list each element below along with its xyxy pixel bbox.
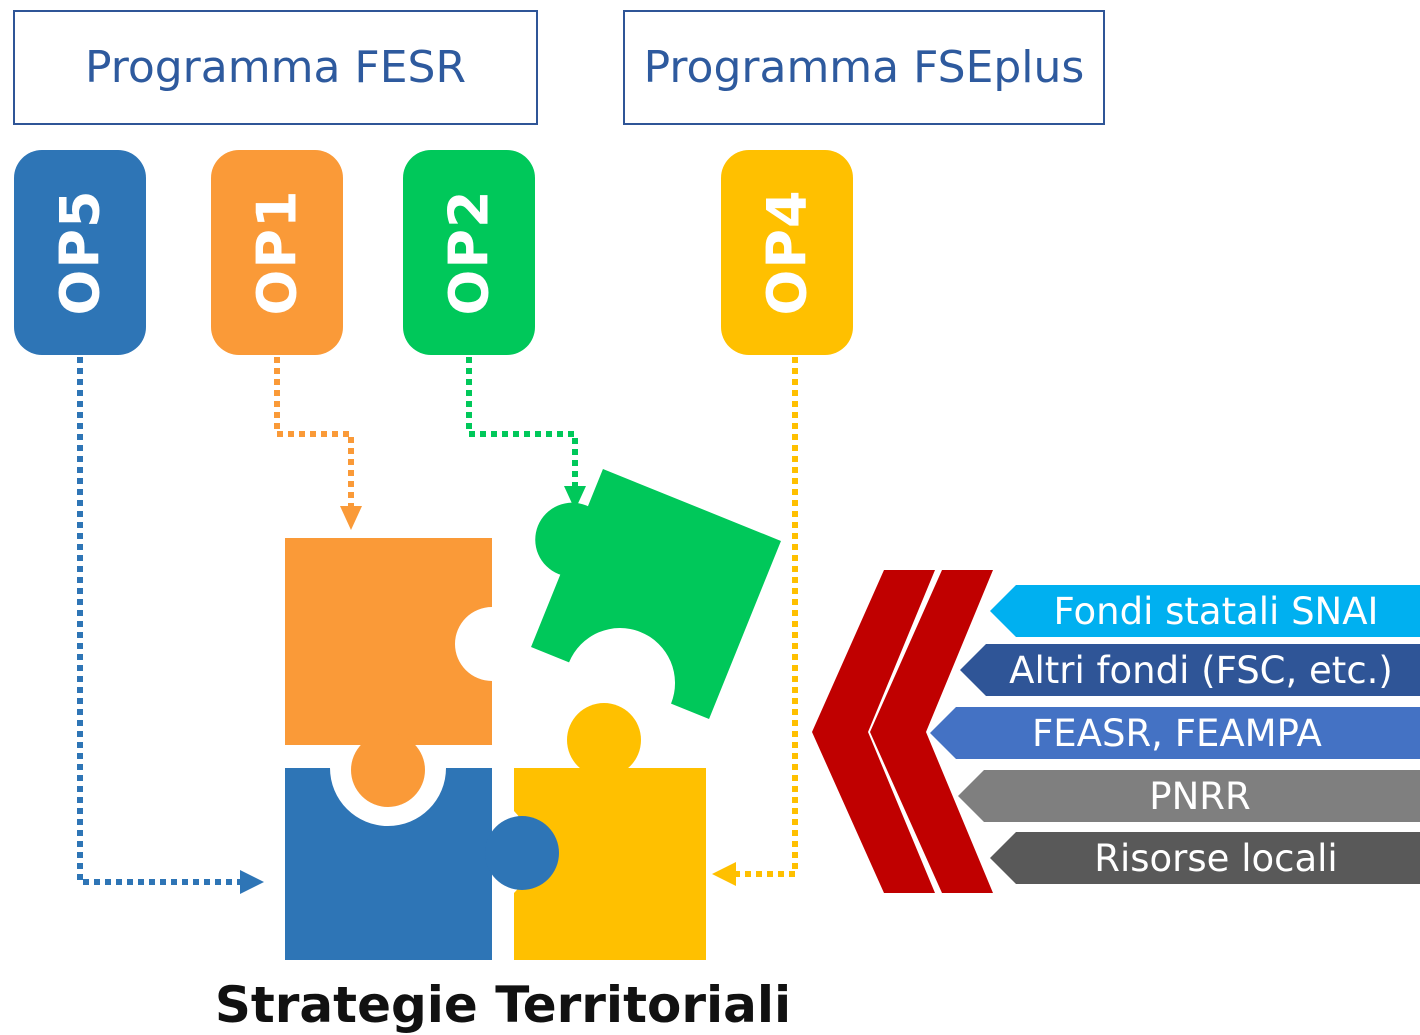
arrowhead-op1 [340, 506, 362, 530]
fund-label-risorse-locali: Risorse locali [1094, 836, 1338, 880]
double-chevron [812, 570, 993, 893]
puzzle-piece-green [531, 469, 781, 719]
objective-op5: OP5 [14, 150, 146, 355]
puzzle-piece-orange [285, 538, 492, 745]
puzzle-knob-blue [485, 816, 559, 890]
connector-op2 [466, 357, 578, 487]
fund-ribbon-snai: Fondi statali SNAI [990, 585, 1420, 637]
program-fseplus-label: Programma FSEplus [643, 42, 1085, 93]
connector-op4 [736, 357, 798, 877]
fund-ribbon-altri-fondi: Altri fondi (FSC, etc.) [960, 644, 1420, 696]
strategie-territoriali-title: Strategie Territoriali [214, 976, 792, 1034]
puzzle-knob-yellow [567, 703, 641, 777]
program-fseplus-box: Programma FSEplus [623, 10, 1105, 125]
connector-op1 [274, 357, 354, 508]
connector-op5 [77, 357, 240, 885]
fund-ribbon-feasr: FEASR, FEAMPA [930, 707, 1420, 759]
arrowhead-op2 [564, 486, 586, 510]
program-fesr-box: Programma FESR [13, 10, 538, 125]
fund-label-pnrr: PNRR [1149, 774, 1251, 818]
puzzle-piece-yellow [514, 768, 706, 960]
objective-op1: OP1 [211, 150, 343, 355]
fund-ribbon-pnrr: PNRR [958, 770, 1420, 822]
objective-op2: OP2 [403, 150, 535, 355]
arrowhead-op4 [712, 862, 736, 886]
fund-label-altri-fondi: Altri fondi (FSC, etc.) [1009, 648, 1393, 692]
program-fesr-label: Programma FESR [84, 42, 467, 93]
puzzle-knob-orange [351, 733, 425, 807]
arrowhead-op5 [240, 870, 264, 894]
fund-label-snai: Fondi statali SNAI [1053, 589, 1379, 633]
objective-op4: OP4 [721, 150, 853, 355]
fund-ribbon-risorse-locali: Risorse locali [990, 832, 1420, 884]
puzzle-piece-blue [285, 768, 492, 960]
fund-label-feasr: FEASR, FEAMPA [1032, 711, 1322, 755]
